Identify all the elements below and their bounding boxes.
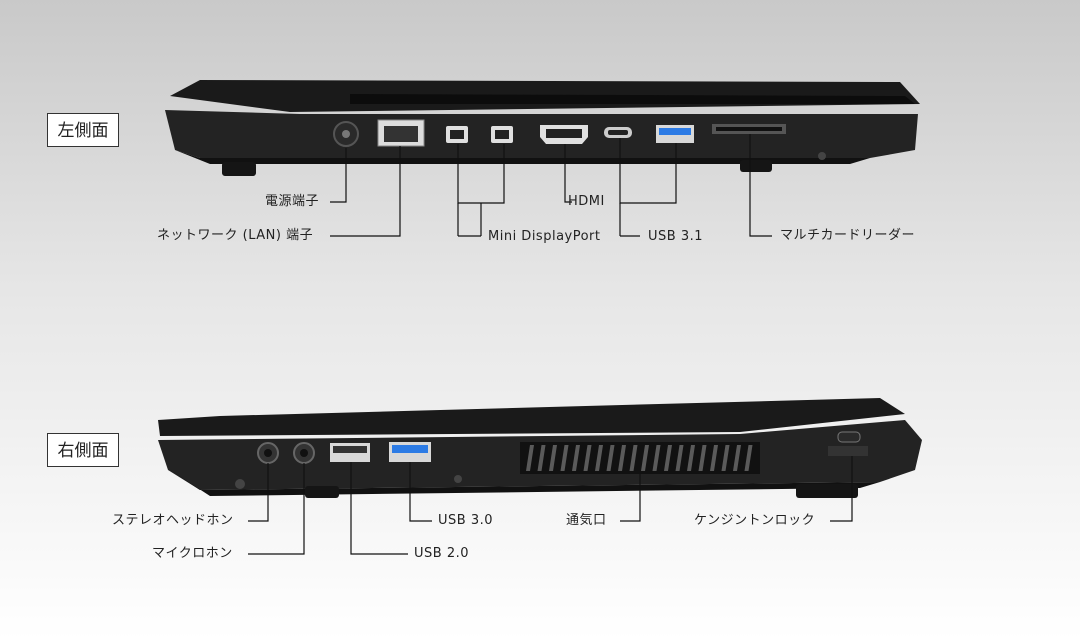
callout-headphone: ステレオヘッドホン: [112, 513, 234, 528]
callout-hdmi: HDMI: [568, 194, 605, 209]
vent-icon: [520, 442, 760, 474]
callout-usb31: USB 3.1: [648, 229, 703, 244]
callout-mic: マイクロホン: [152, 546, 233, 561]
callout-usb30: USB 3.0: [438, 513, 493, 528]
callout-lan: ネットワーク (LAN) 端子: [157, 228, 314, 243]
callout-kensington: ケンジントンロック: [694, 513, 816, 528]
callout-card-reader: マルチカードリーダー: [780, 228, 916, 243]
callout-usb20: USB 2.0: [414, 546, 469, 561]
callout-vent: 通気口: [566, 513, 607, 528]
left-side-label: 左側面: [47, 113, 119, 147]
right-side-label: 右側面: [47, 433, 119, 467]
callout-power: 電源端子: [265, 194, 320, 209]
callout-mini-dp: Mini DisplayPort: [488, 229, 601, 244]
kensington-lock-icon: [828, 446, 868, 456]
